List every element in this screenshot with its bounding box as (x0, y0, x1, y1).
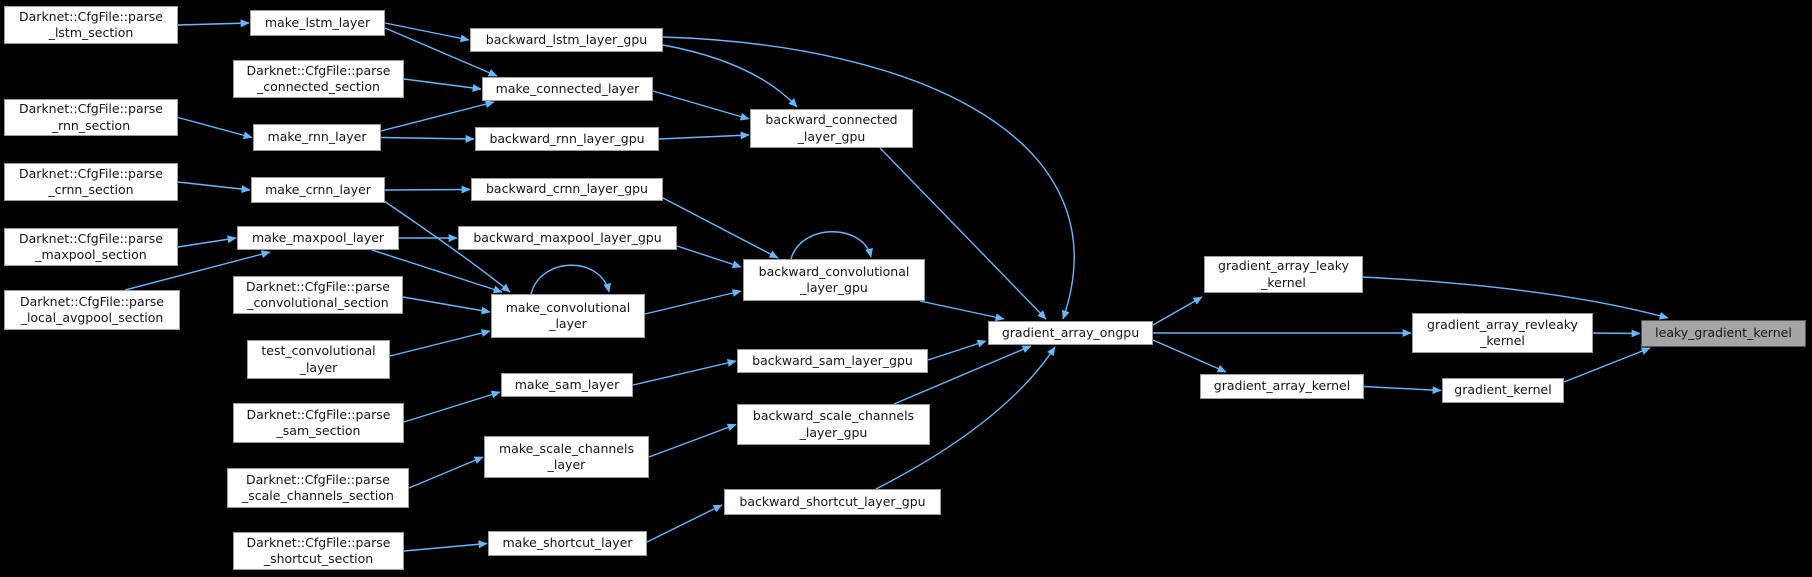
edge-backward_convolutional_layer_gpu-to-backward_convolutional_layer_gpu (790, 231, 873, 260)
node-backward_lstm_layer_gpu[interactable]: backward_lstm_layer_gpu (470, 28, 663, 52)
node-backward_connected_layer_gpu[interactable]: backward_connected _layer_gpu (750, 109, 913, 148)
node-gradient_array_ongpu[interactable]: gradient_array_ongpu (988, 321, 1153, 345)
edge-make_maxpool_layer-to-make_convolutional_layer (371, 249, 503, 294)
edge-backward_scale_channels_layer_gpu-to-gradient_array_ongpu (893, 345, 1032, 405)
node-parse_connected_section[interactable]: Darknet::CfgFile::parse _connected_secti… (233, 60, 404, 98)
node-backward_rnn_layer_gpu[interactable]: backward_rnn_layer_gpu (475, 127, 659, 151)
edge-parse_lstm_section-to-make_lstm_layer (177, 19, 250, 28)
edge-backward_lstm_layer_gpu-to-backward_connected_layer_gpu (662, 44, 798, 108)
node-parse_local_avgpool_section[interactable]: Darknet::CfgFile::parse _local_avgpool_s… (4, 290, 180, 330)
edge-gradient_array_kernel-to-gradient_kernel (1363, 385, 1442, 395)
node-backward_convolutional_layer_gpu[interactable]: backward_convolutional _layer_gpu (743, 259, 925, 301)
node-make_maxpool_layer[interactable]: make_maxpool_layer (237, 226, 399, 250)
node-gradient_array_leaky_kernel[interactable]: gradient_array_leaky _kernel (1204, 256, 1363, 293)
edge-make_rnn_layer-to-backward_rnn_layer_gpu (380, 134, 475, 143)
node-gradient_array_revleaky_kernel[interactable]: gradient_array_revleaky _kernel (1412, 313, 1593, 353)
edge-gradient_array_ongpu-to-gradient_array_kernel (1152, 339, 1227, 373)
edge-make_scale_channels_layer-to-backward_scale_channels_layer_gpu (648, 423, 737, 458)
edge-parse_maxpool_section-to-make_maxpool_layer (177, 235, 237, 248)
edge-gradient_kernel-to-leaky_gradient_kernel (1563, 347, 1651, 383)
edge-parse_connected_section-to-make_connected_layer (403, 78, 482, 92)
edge-make_crnn_layer-to-make_convolutional_layer (383, 200, 511, 293)
edge-backward_rnn_layer_gpu-to-backward_connected_layer_gpu (658, 131, 750, 140)
node-test_convolutional_layer[interactable]: test_convolutional _layer (247, 340, 390, 379)
node-make_rnn_layer[interactable]: make_rnn_layer (253, 124, 381, 151)
node-backward_sam_layer_gpu[interactable]: backward_sam_layer_gpu (737, 349, 928, 373)
node-backward_scale_channels_layer_gpu[interactable]: backward_scale_channels _layer_gpu (737, 404, 930, 445)
node-gradient_array_kernel[interactable]: gradient_array_kernel (1200, 374, 1364, 399)
node-make_sam_layer[interactable]: make_sam_layer (501, 373, 633, 397)
edge-parse_shortcut_section-to-make_shortcut_layer (403, 540, 488, 552)
edge-make_convolutional_layer-to-backward_convolutional_layer_gpu (644, 289, 742, 315)
node-gradient_kernel[interactable]: gradient_kernel (1442, 378, 1564, 403)
edge-backward_crnn_layer_gpu-to-backward_convolutional_layer_gpu (662, 197, 779, 259)
edge-gradient_array_ongpu-to-gradient_array_leaky_kernel (1152, 296, 1203, 326)
node-leaky_gradient_kernel: leaky_gradient_kernel (1641, 320, 1806, 347)
node-backward_crnn_layer_gpu[interactable]: backward_crnn_layer_gpu (471, 178, 663, 201)
edge-make_connected_layer-to-backward_connected_layer_gpu (652, 90, 750, 121)
edge-parse_sam_section-to-make_sam_layer (403, 390, 501, 423)
node-backward_maxpool_layer_gpu[interactable]: backward_maxpool_layer_gpu (458, 226, 677, 250)
edge-make_lstm_layer-to-backward_lstm_layer_gpu (384, 22, 470, 43)
edge-make_lstm_layer-to-make_connected_layer (384, 27, 498, 77)
node-parse_convolutional_section[interactable]: Darknet::CfgFile::parse _convolutional_s… (233, 276, 403, 314)
edge-backward_shortcut_layer_gpu-to-gradient_array_ongpu (875, 346, 1056, 490)
edge-backward_connected_layer_gpu-to-gradient_array_ongpu (879, 147, 1047, 320)
node-parse_scale_channels_section[interactable]: Darknet::CfgFile::parse _scale_channels_… (227, 468, 409, 508)
node-parse_rnn_section[interactable]: Darknet::CfgFile::parse _rnn_section (4, 99, 178, 136)
edge-gradient_array_revleaky_kernel-to-leaky_gradient_kernel (1592, 329, 1641, 338)
node-parse_lstm_section[interactable]: Darknet::CfgFile::parse _lstm_section (4, 6, 178, 44)
edge-group (124, 19, 1669, 552)
edge-backward_lstm_layer_gpu-to-gradient_array_ongpu (662, 36, 1075, 320)
edge-test_convolutional_layer-to-make_convolutional_layer (389, 329, 491, 357)
node-parse_shortcut_section[interactable]: Darknet::CfgFile::parse _shortcut_sectio… (233, 532, 404, 570)
edge-parse_scale_channels_section-to-make_scale_channels_layer (408, 456, 484, 489)
node-parse_maxpool_section[interactable]: Darknet::CfgFile::parse _maxpool_section (4, 228, 178, 266)
edge-make_rnn_layer-to-make_connected_layer (380, 100, 495, 132)
node-backward_shortcut_layer_gpu[interactable]: backward_shortcut_layer_gpu (724, 489, 941, 515)
node-parse_crnn_section[interactable]: Darknet::CfgFile::parse _crnn_section (4, 163, 178, 201)
node-make_shortcut_layer[interactable]: make_shortcut_layer (488, 531, 647, 556)
edge-parse_crnn_section-to-make_crnn_layer (177, 181, 251, 194)
edge-make_convolutional_layer-to-make_convolutional_layer (530, 264, 612, 295)
node-make_crnn_layer[interactable]: make_crnn_layer (251, 177, 385, 203)
edge-backward_convolutional_layer_gpu-to-gradient_array_ongpu (919, 300, 1005, 322)
edge-make_shortcut_layer-to-backward_shortcut_layer_gpu (646, 504, 723, 543)
edge-backward_maxpool_layer_gpu-to-backward_convolutional_layer_gpu (676, 245, 742, 269)
edge-gradient_array_leaky_kernel-to-leaky_gradient_kernel (1362, 276, 1669, 320)
node-make_lstm_layer[interactable]: make_lstm_layer (250, 10, 385, 36)
edge-parse_convolutional_section-to-make_convolutional_layer (402, 296, 491, 315)
node-make_convolutional_layer[interactable]: make_convolutional _layer (491, 294, 645, 338)
edge-parse_local_avgpool_section-to-make_maxpool_layer (124, 250, 271, 291)
edge-backward_sam_layer_gpu-to-gradient_array_ongpu (927, 339, 987, 361)
edge-make_crnn_layer-to-backward_crnn_layer_gpu (384, 185, 471, 194)
node-make_connected_layer[interactable]: make_connected_layer (482, 77, 653, 101)
edge-make_sam_layer-to-backward_sam_layer_gpu (632, 359, 737, 386)
node-parse_sam_section[interactable]: Darknet::CfgFile::parse _sam_section (233, 403, 404, 443)
edge-parse_rnn_section-to-make_rnn_layer (177, 116, 253, 140)
node-make_scale_channels_layer[interactable]: make_scale_channels _layer (484, 436, 649, 478)
